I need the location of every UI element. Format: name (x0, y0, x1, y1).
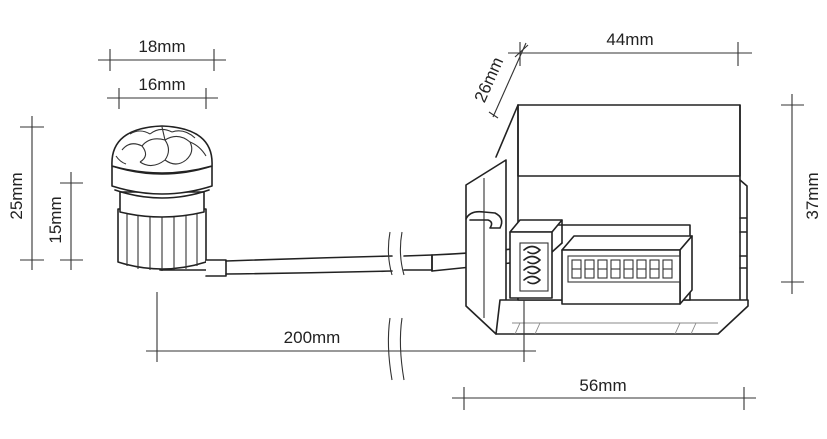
dimension-18mm (98, 49, 226, 71)
label-25mm: 25mm (7, 172, 26, 219)
dimension-37mm (781, 94, 804, 294)
sensor-ribs (126, 212, 198, 271)
terminal-wires (523, 245, 541, 285)
dimension-25mm (20, 116, 44, 270)
label-15mm: 15mm (46, 196, 65, 243)
dimension-200mm (146, 292, 536, 381)
dimension-56mm (452, 387, 756, 410)
label-18mm: 18mm (138, 37, 185, 56)
dimension-15mm (60, 172, 83, 270)
lens-facets (115, 126, 207, 167)
dimension-44mm (508, 42, 752, 66)
dip-switch (561, 235, 693, 305)
label-200mm: 200mm (284, 328, 341, 347)
label-56mm: 56mm (579, 376, 626, 395)
label-44mm: 44mm (606, 30, 653, 49)
label-16mm: 16mm (138, 75, 185, 94)
dip-switch-positions (571, 259, 673, 279)
terminal-block (509, 219, 563, 299)
sensor-head (111, 125, 213, 271)
dimension-16mm (107, 88, 218, 109)
label-37mm: 37mm (803, 172, 822, 219)
